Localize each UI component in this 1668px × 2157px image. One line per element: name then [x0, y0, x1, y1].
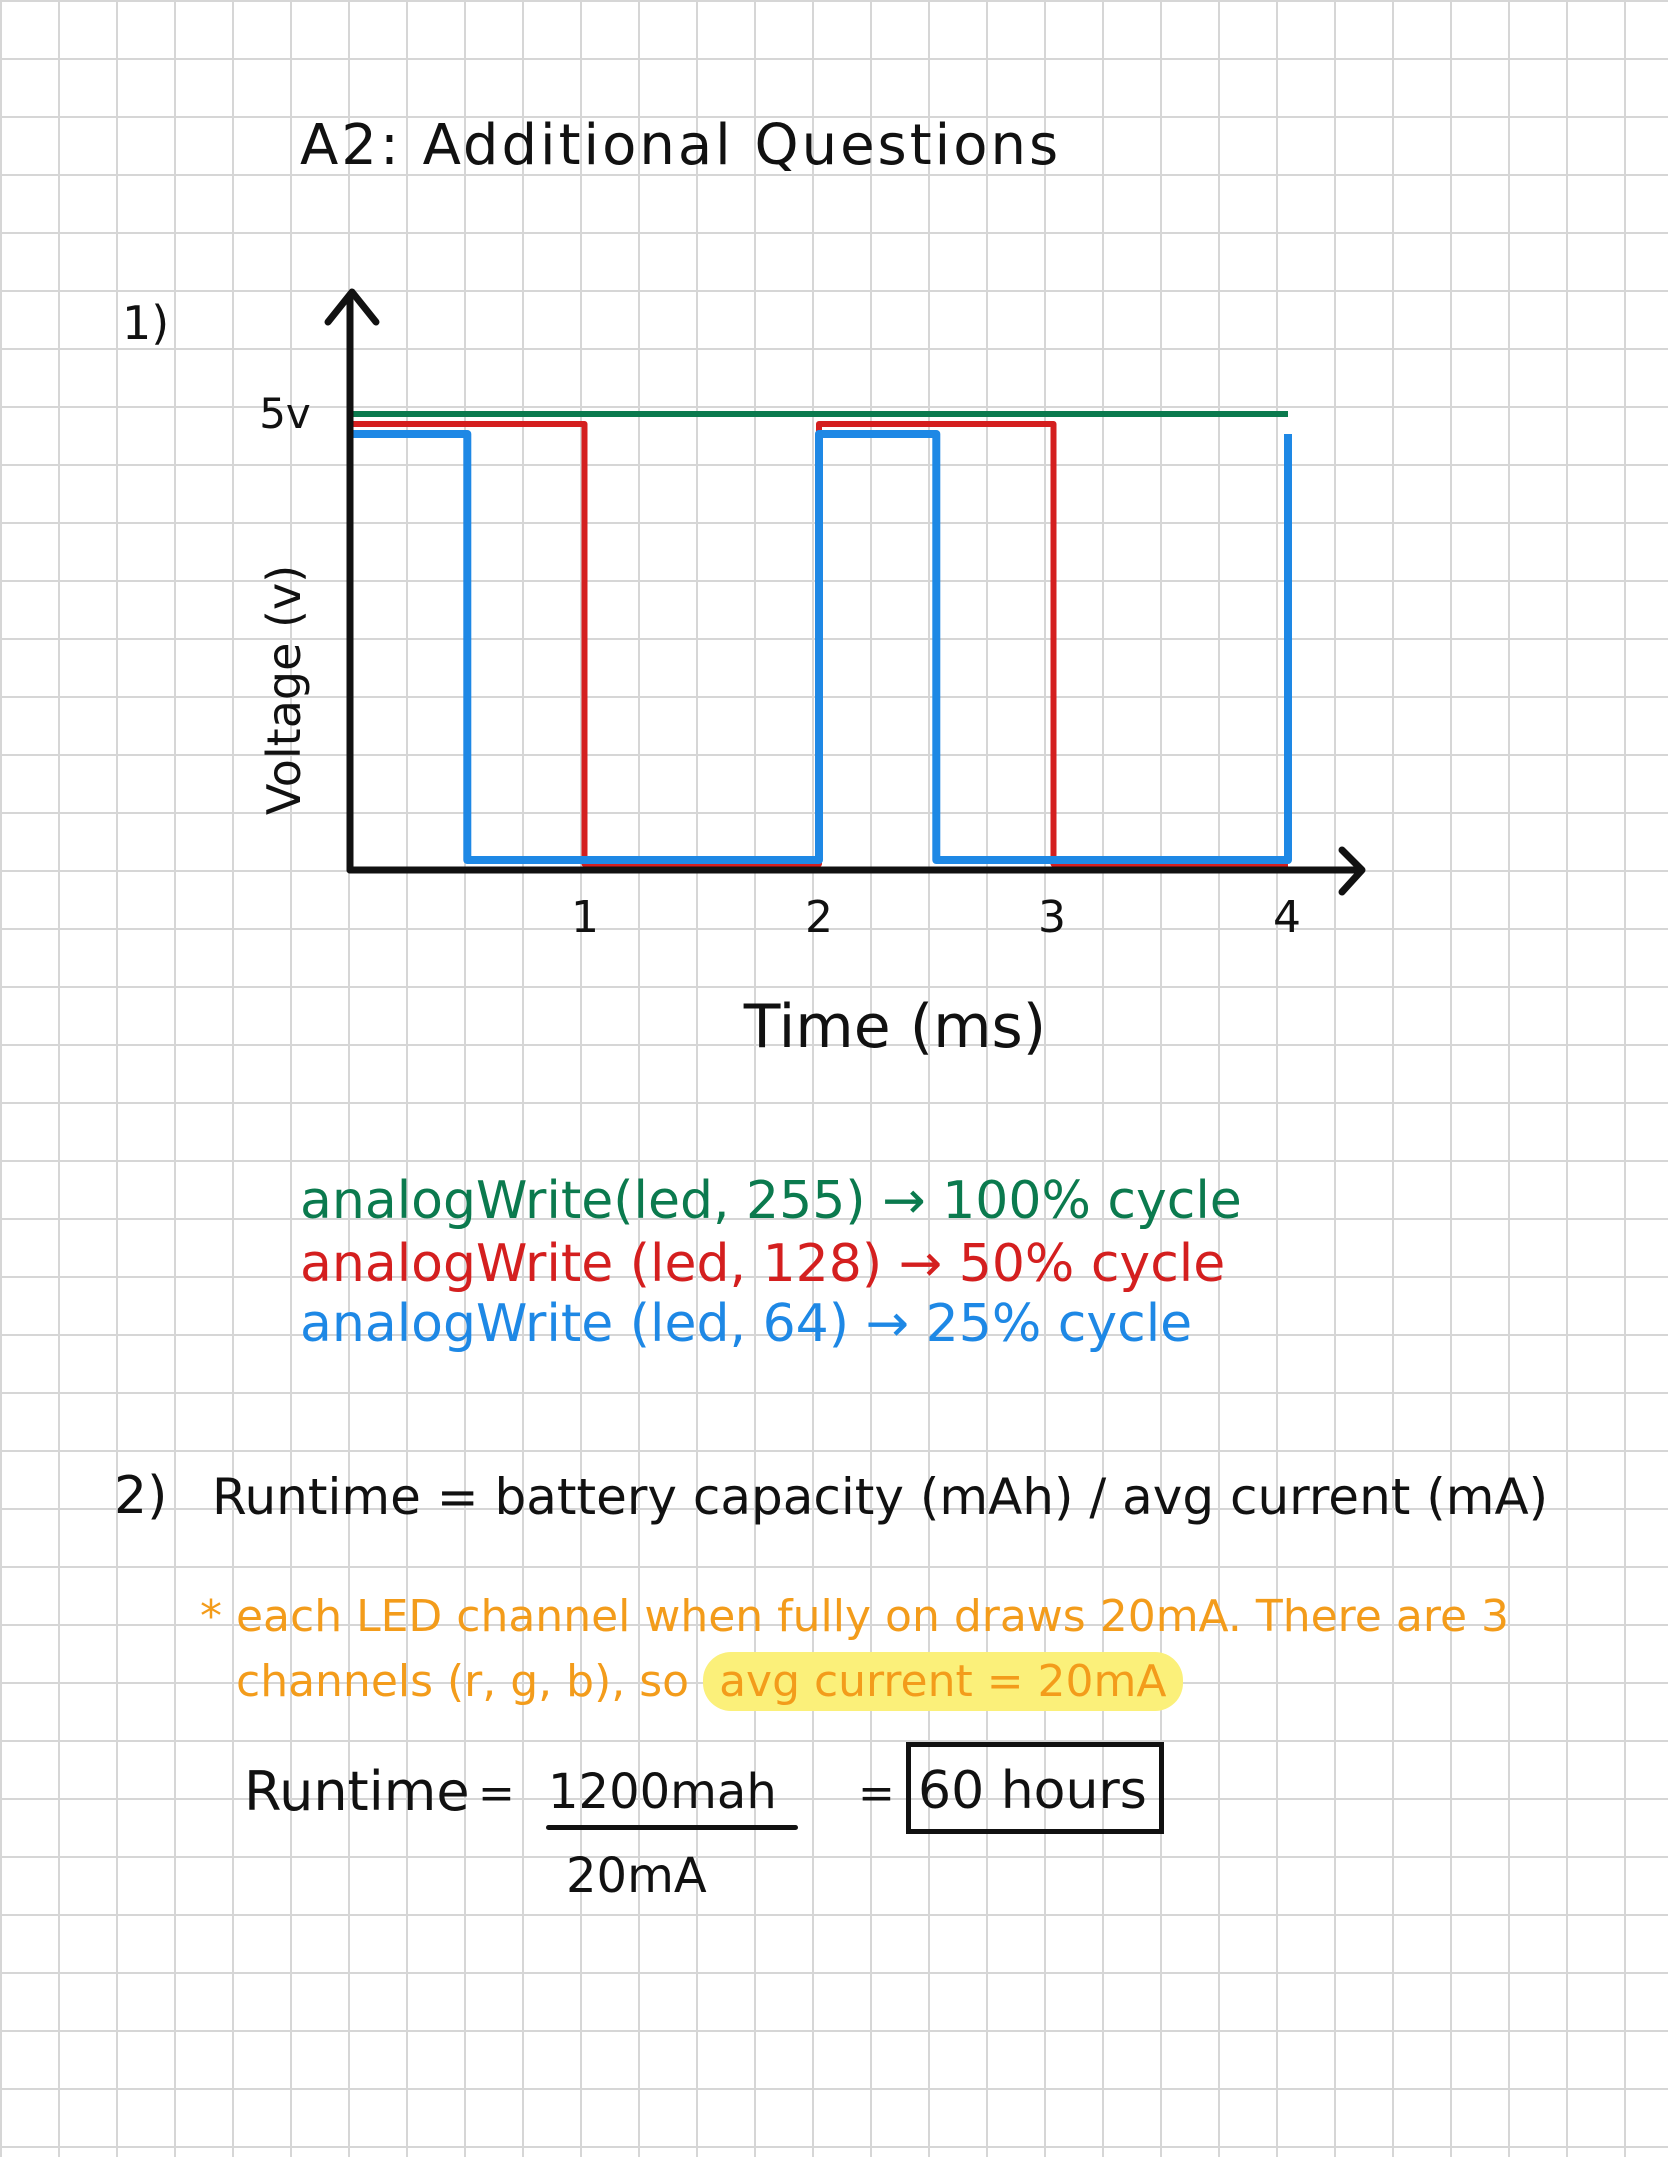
runtime-formula: Runtime = battery capacity (mAh) / avg c… [212, 1468, 1549, 1526]
y-axis-title: Voltage (v) [257, 565, 311, 815]
note-line-2-prefix: channels (r, g, b), so [236, 1656, 690, 1707]
tick-labels: 5v 1 2 3 4 Time (ms) Voltage (v) [257, 389, 1301, 1062]
axes [324, 288, 1366, 896]
calc-equals-sign: = [478, 1768, 515, 1819]
legend-entry-255: analogWrite(led, 255) → 100% cycle [300, 1171, 1242, 1231]
fraction-denominator: 20mA [566, 1848, 707, 1904]
x-axis-arrowhead [1338, 846, 1366, 896]
note-line-1: * each LED channel when fully on draws 2… [200, 1591, 1509, 1642]
series-line-2 [350, 430, 1292, 864]
pwm-chart: 5v 1 2 3 4 Time (ms) Voltage (v) [257, 288, 1366, 1062]
question-1-label: 1) [122, 296, 170, 350]
calc-label: Runtime [244, 1760, 470, 1823]
note-line-2: channels (r, g, b), so avg current = 20m… [236, 1652, 1183, 1711]
result-value: 60 hours [918, 1761, 1147, 1821]
x-tick-label: 2 [805, 892, 833, 943]
x-tick-label: 3 [1038, 892, 1066, 943]
fraction-line [546, 1825, 798, 1830]
y-axis-arrowhead [324, 288, 380, 326]
x-tick-label: 1 [571, 892, 599, 943]
x-tick-label: 4 [1273, 892, 1301, 943]
avg-current-highlight: avg current = 20mA [703, 1652, 1183, 1711]
legend-entry-64: analogWrite (led, 64) → 25% cycle [300, 1294, 1193, 1354]
series-layer [350, 411, 1292, 867]
result-equals-sign: = [858, 1768, 895, 1819]
y-tick-label: 5v [259, 389, 311, 438]
fraction-numerator: 1200mah [548, 1764, 777, 1820]
x-axis-title: Time (ms) [743, 992, 1046, 1062]
page-title: A2: Additional Questions [300, 113, 1062, 178]
legend-entry-128: analogWrite (led, 128) → 50% cycle [300, 1234, 1226, 1294]
result-box [906, 1742, 1164, 1834]
question-2-label: 2) [114, 1466, 168, 1526]
